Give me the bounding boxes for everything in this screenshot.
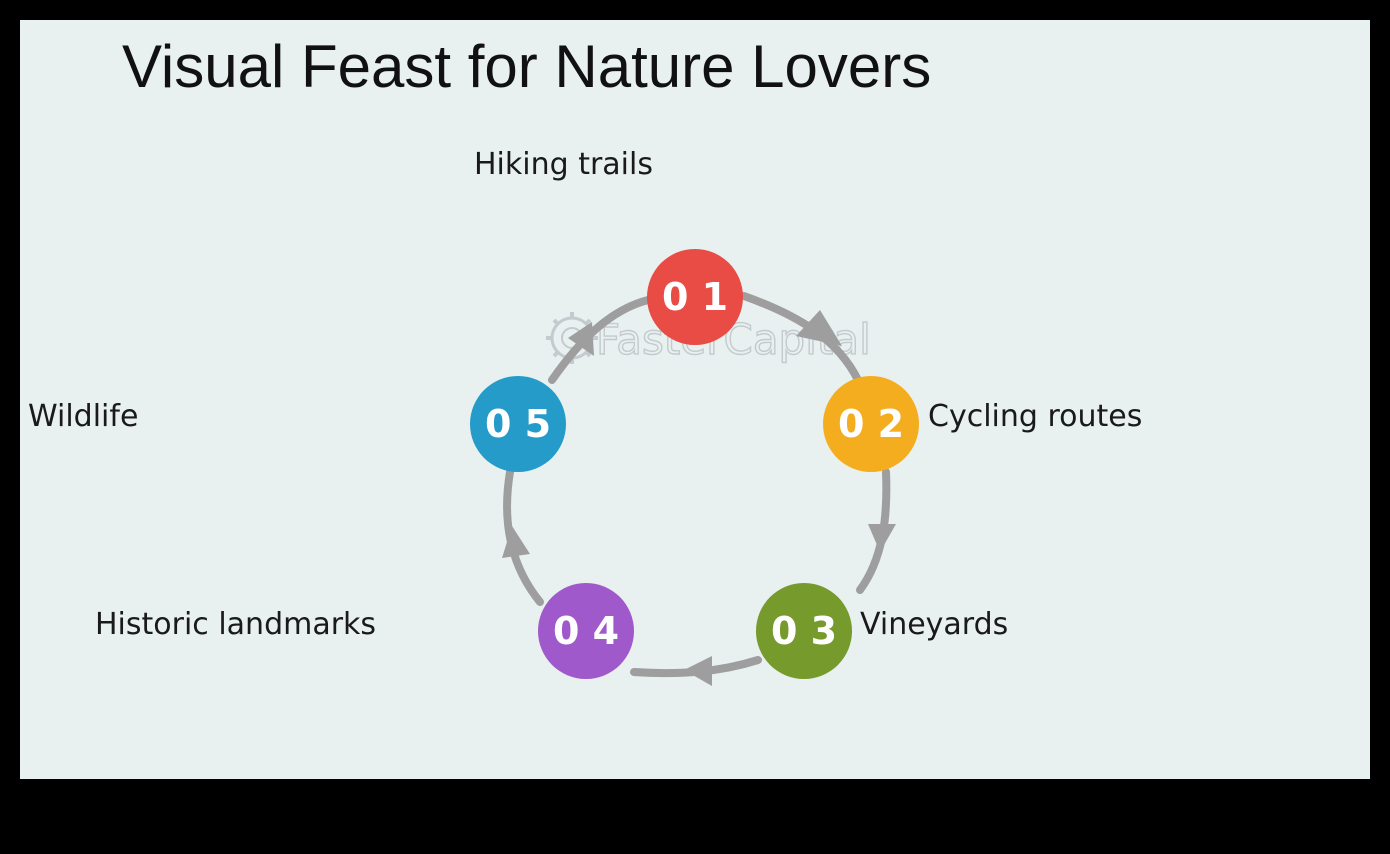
node-05-number: 0 5 bbox=[485, 402, 551, 446]
node-01: 0 1 bbox=[647, 249, 743, 345]
label-hiking-trails: Hiking trails bbox=[474, 147, 653, 182]
arrowhead-01-02 bbox=[796, 310, 842, 346]
arrowhead-04-05 bbox=[502, 526, 530, 558]
label-cycling-routes: Cycling routes bbox=[928, 399, 1143, 434]
arrowhead-03-04 bbox=[684, 656, 712, 686]
connector-05-01 bbox=[548, 296, 652, 384]
node-02-number: 0 2 bbox=[838, 402, 904, 446]
node-03-circle bbox=[756, 583, 852, 679]
node-04-number: 0 4 bbox=[553, 609, 619, 653]
node-04-circle bbox=[538, 583, 634, 679]
node-03: 0 3 bbox=[756, 583, 852, 679]
label-wildlife: Wildlife bbox=[28, 399, 139, 434]
node-05-circle bbox=[470, 376, 566, 472]
node-03-number: 0 3 bbox=[771, 609, 837, 653]
node-01-number: 0 1 bbox=[662, 275, 728, 319]
cycle-diagram: FasterCapital 0 1 0 2 0 3 bbox=[470, 249, 919, 686]
node-02-circle bbox=[823, 376, 919, 472]
node-05: 0 5 bbox=[470, 376, 566, 472]
slide-title: Visual Feast for Nature Lovers bbox=[122, 33, 932, 100]
node-04: 0 4 bbox=[538, 583, 634, 679]
slide: Visual Feast for Nature Lovers Hiking tr… bbox=[20, 20, 1370, 779]
label-historic-landmarks: Historic landmarks bbox=[95, 607, 377, 642]
label-vineyards: Vineyards bbox=[860, 607, 1009, 642]
arrowhead-05-01 bbox=[568, 322, 594, 356]
node-02: 0 2 bbox=[823, 376, 919, 472]
node-01-circle bbox=[647, 249, 743, 345]
arrowhead-02-03 bbox=[868, 524, 896, 552]
